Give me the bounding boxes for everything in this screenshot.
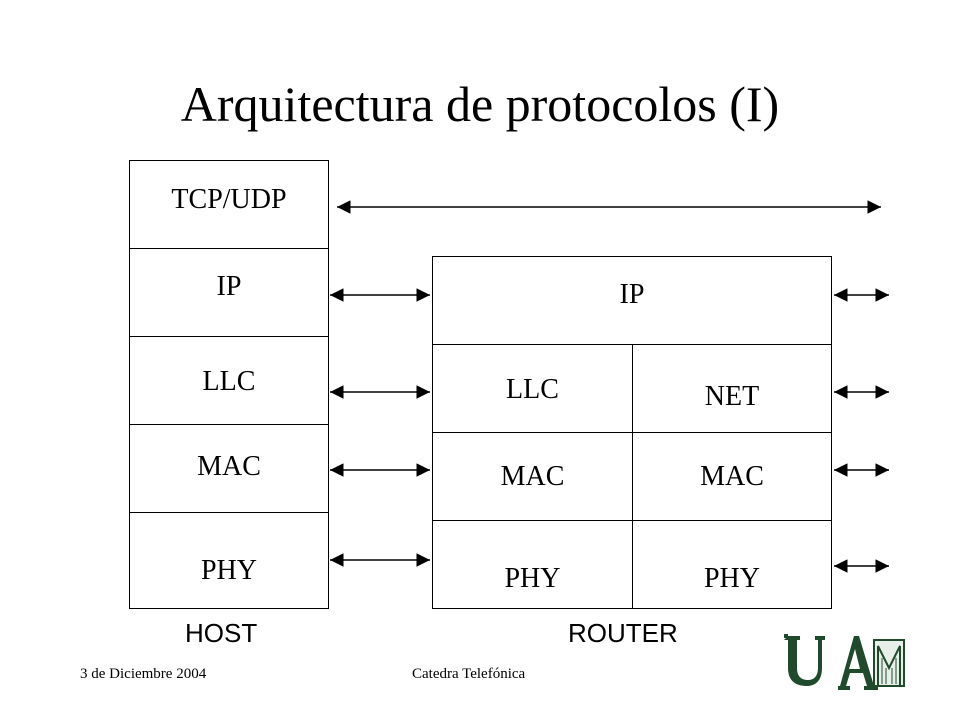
router-left-phy: PHY <box>504 563 561 594</box>
router-stack: IP LLC MAC PHY NET MAC PHY <box>432 256 832 609</box>
router-label: ROUTER <box>568 618 678 648</box>
slide-title: Arquitectura de protocolos (I) <box>180 76 780 132</box>
footer-center: Catedra Telefónica <box>412 666 526 682</box>
host-layer-mac: MAC <box>197 451 261 482</box>
router-layer-ip: IP <box>619 279 645 310</box>
host-divider <box>130 424 328 425</box>
router-column-divider <box>632 344 633 609</box>
host-layer-ip: IP <box>216 271 242 302</box>
footer-date: 3 de Diciembre 2004 <box>80 666 207 682</box>
router-right-phy: PHY <box>703 563 760 594</box>
router-right-mac: MAC <box>700 461 764 492</box>
host-label: HOST <box>185 618 258 648</box>
host-layer-llc: LLC <box>202 366 256 397</box>
router-left-mac: MAC <box>500 461 565 492</box>
host-layer-phy: PHY <box>200 555 257 586</box>
host-divider <box>130 336 328 337</box>
host-divider <box>130 512 328 513</box>
host-stack: TCP/UDP IP LLC MAC PHY <box>129 160 329 609</box>
uam-logo <box>784 634 905 690</box>
host-layer-tcp-udp: TCP/UDP <box>171 184 287 215</box>
router-left-llc: LLC <box>506 374 559 405</box>
host-divider <box>130 248 328 249</box>
router-right-net: NET <box>704 381 760 412</box>
